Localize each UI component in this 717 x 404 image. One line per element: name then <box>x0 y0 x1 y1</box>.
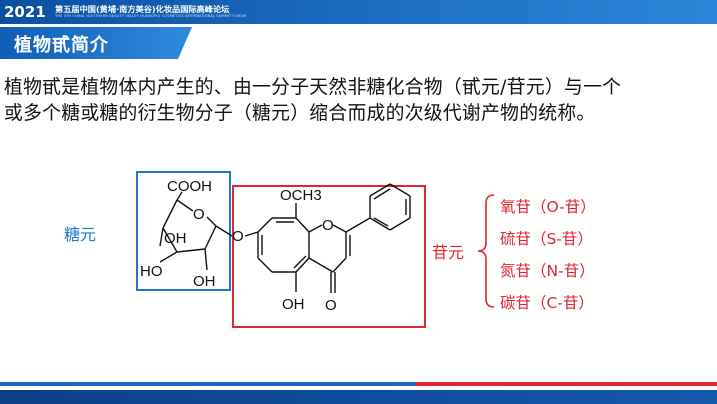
molecule-bonds <box>159 183 411 293</box>
type-s-glycoside: 硫苷（S-苷） <box>500 230 593 248</box>
type-n-glycoside: 氮苷（N-苷） <box>500 262 595 280</box>
conference-subtitle: THE 5TH CHINA (SOUTHERN BEAUTY VALLEY,HU… <box>55 14 247 18</box>
aglycone-box <box>232 185 426 328</box>
logo-year-a: 20 <box>4 3 25 21</box>
type-c-glycoside: 碳苷（C-苷） <box>500 294 594 312</box>
glycone-label: 糖元 <box>64 225 96 244</box>
glycone-box <box>136 171 231 291</box>
atom-oh-bottom: OH <box>193 273 216 290</box>
logo-year-b: 21 <box>24 3 46 21</box>
atom-oh-a: OH <box>282 296 305 313</box>
atom-cooh: COOH <box>167 178 212 195</box>
footer-bar <box>0 390 717 404</box>
type-o-glycoside: 氧苷（O-苷） <box>500 198 596 216</box>
glycoside-types: 氧苷（O-苷） 硫苷（S-苷） 氮苷（N-苷） 碳苷（C-苷） <box>500 198 596 312</box>
footer-band <box>0 382 717 404</box>
molecule-atoms: COOH O OH HO OH O OCH3 O OH O <box>140 178 337 314</box>
atom-linker-o: O <box>232 228 244 245</box>
atom-ho-left: HO <box>140 263 163 280</box>
footer-stripe <box>0 382 717 386</box>
atom-oh-inner: OH <box>164 230 187 247</box>
definition-paragraph: 植物甙是植物体内产生的、由一分子天然非糖化合物（甙元/苷元）与一个 或多个糖或糖… <box>4 75 714 127</box>
conference-title: 第五届中国(黄埔·南方美谷)化妆品国际高峰论坛 <box>55 4 230 14</box>
atom-carbonyl-o: O <box>325 297 337 314</box>
slide-title-bar: 植物甙简介 <box>0 27 192 59</box>
atom-pyran-o: O <box>322 217 334 234</box>
slide-title: 植物甙简介 <box>14 35 109 56</box>
paragraph-line-2: 或多个糖或糖的衍生物分子（糖元）缩合而成的次级代谢产物的统称。 <box>4 103 596 124</box>
aglycone-label: 苷元 <box>432 243 464 262</box>
atom-ring-o: O <box>193 206 205 223</box>
classification-bracket <box>477 194 495 308</box>
paragraph-line-1: 植物甙是植物体内产生的、由一分子天然非糖化合物（甙元/苷元）与一个 <box>4 77 622 98</box>
atom-methoxy: OCH3 <box>280 187 322 204</box>
